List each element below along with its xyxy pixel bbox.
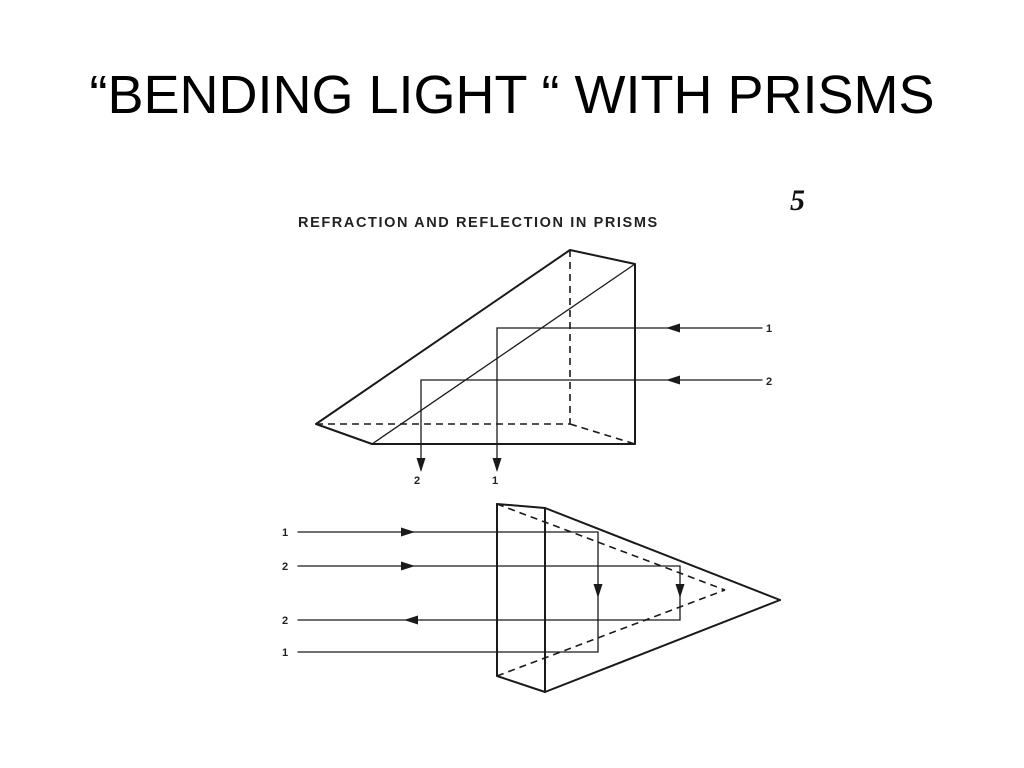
bottom-label-2-out: 2 <box>282 615 288 627</box>
bottom-ray-2-mid-arrow <box>675 584 685 598</box>
bottom-ray-1 <box>297 527 603 653</box>
bottom-label-2-in: 2 <box>282 561 288 573</box>
bottom-prism-upper-edge <box>496 503 546 509</box>
bottom-prism-hidden-upper <box>496 503 726 591</box>
bottom-ray-1-mid-arrow <box>593 584 603 598</box>
bottom-prism-front-face <box>496 503 546 693</box>
top-ray-2 <box>416 375 763 472</box>
bottom-prism <box>496 503 781 693</box>
bottom-label-1-out: 1 <box>282 647 288 659</box>
top-ray-1-output-arrow <box>492 458 502 472</box>
bottom-ray-2-output-arrow <box>404 615 418 625</box>
top-ray-1-input-arrow <box>666 323 680 333</box>
bottom-ray-1-input-arrow <box>401 527 415 537</box>
bottom-label-1-in: 1 <box>282 527 288 539</box>
figure-heading: REFRACTION AND REFLECTION IN PRISMS <box>298 215 659 231</box>
top-input-label-2: 2 <box>766 376 772 388</box>
bottom-prism-hidden-lower <box>496 589 726 677</box>
bottom-prism-upper-slant <box>544 507 781 601</box>
bottom-ray-2 <box>297 561 685 625</box>
bottom-ray-2-input-arrow <box>401 561 415 571</box>
top-output-label-1: 1 <box>492 475 498 487</box>
page-number: 5 <box>790 184 805 217</box>
top-output-label-2: 2 <box>414 475 420 487</box>
top-prism-face-diagonal <box>371 263 636 445</box>
top-ray-2-input-arrow <box>666 375 680 385</box>
top-prism <box>315 249 636 445</box>
top-input-label-1: 1 <box>766 323 772 335</box>
top-prism-outline <box>315 249 636 445</box>
top-ray-2-output-arrow <box>416 458 426 472</box>
bottom-prism-lower-slant <box>544 599 781 693</box>
top-prism-hidden-depth <box>569 423 636 445</box>
top-ray-1 <box>492 323 763 472</box>
slide-title: “BENDING LIGHT “ WITH PRISMS <box>89 65 935 125</box>
